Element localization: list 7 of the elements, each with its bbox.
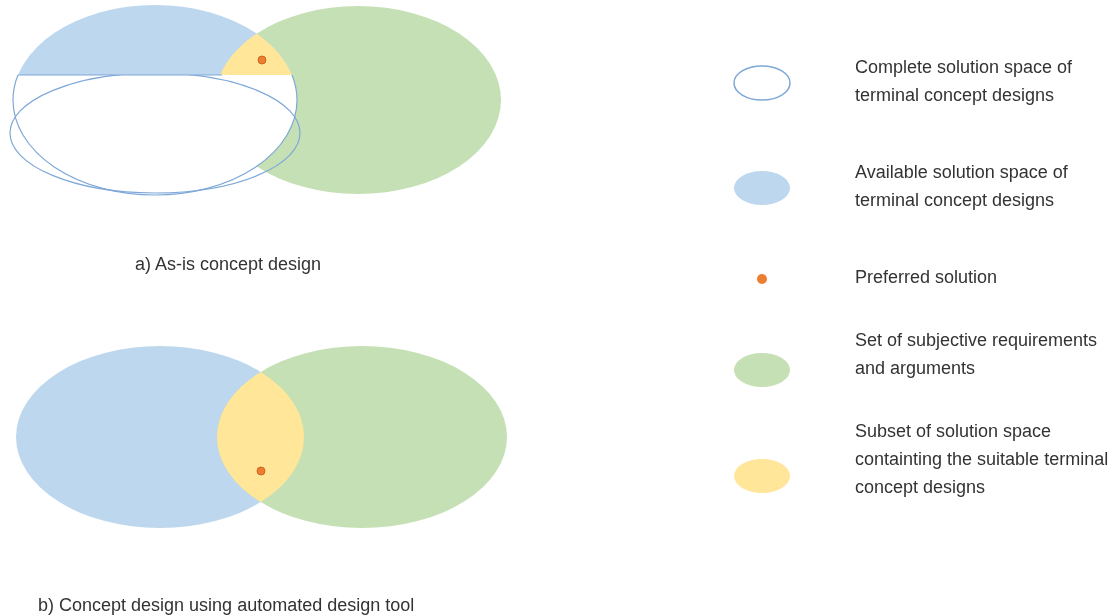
- legend-text: Subset of solution space containting the suitable terminal concept designs: [855, 420, 1110, 499]
- legend-text: Set of subjective requirements and arguments: [855, 329, 1099, 380]
- legend-text: Available solution space of terminal concept designs: [855, 161, 1069, 212]
- legend-text: Preferred solution: [855, 266, 999, 289]
- figure-caption: a) As-is concept design: [135, 253, 322, 276]
- figure-caption: b) Concept design using automated design tool: [38, 594, 415, 616]
- legend-text: Complete solution space of terminal concept designs: [855, 56, 1074, 107]
